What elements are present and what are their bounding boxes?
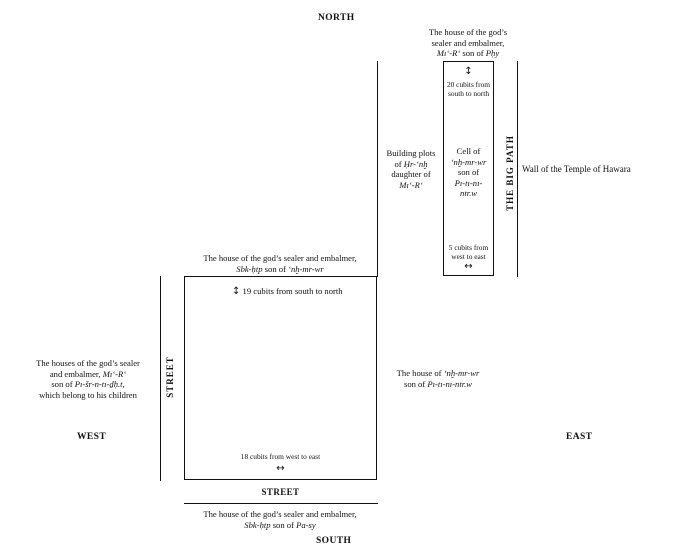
cell-measure-ns: 20 cubits from south to north (446, 80, 491, 98)
big-path-label: THE BIG PATH (505, 135, 515, 211)
building-plots-label: Building plots of Ḥr-‘nḫ daughter of Mı‘… (386, 148, 436, 190)
top-right-house-label: The house of the god’s sealer and embalm… (428, 27, 508, 58)
main-plot-measure-we: 18 cubits from west to east (240, 452, 321, 461)
cell-plot (443, 61, 494, 276)
cell-measure-we: 5 cubits from west to east (448, 243, 489, 261)
main-plot (184, 276, 377, 480)
south-street-line (184, 503, 378, 504)
west-houses-label: The houses of the god’s sealer and embal… (36, 358, 140, 400)
main-plot-measure-ns: ↕ 19 cubits from south to north (232, 286, 343, 297)
west-street-line (160, 276, 161, 481)
we-arrow-icon: ↔ (276, 463, 285, 474)
ns-arrow-icon: ↕ (232, 286, 241, 297)
east-house-label: The house of ‘nḫ-mr-wr son of Pı-tı-nı-n… (396, 368, 480, 389)
building-plots-boundary (377, 61, 378, 277)
south-house-label: The house of the god’s sealer and embalm… (203, 509, 357, 530)
we-arrow-icon: ↔ (464, 261, 473, 272)
north-label: NORTH (318, 13, 355, 23)
south-label: SOUTH (316, 536, 352, 546)
street-left-label: STREET (165, 356, 175, 398)
street-bottom-label: STREET (261, 487, 300, 497)
east-label: EAST (566, 432, 593, 442)
west-label: WEST (77, 432, 107, 442)
cell-label: Cell of ‘nḫ-mr-wr son of Pı-tı-nı- ntr.w (450, 146, 487, 198)
ns-arrow-icon: ↕ (464, 66, 473, 77)
sebek-house-label: The house of the god’s sealer and embalm… (203, 253, 357, 274)
temple-wall-label: Wall of the Temple of Hawara (522, 164, 631, 174)
big-path-line (517, 61, 518, 277)
